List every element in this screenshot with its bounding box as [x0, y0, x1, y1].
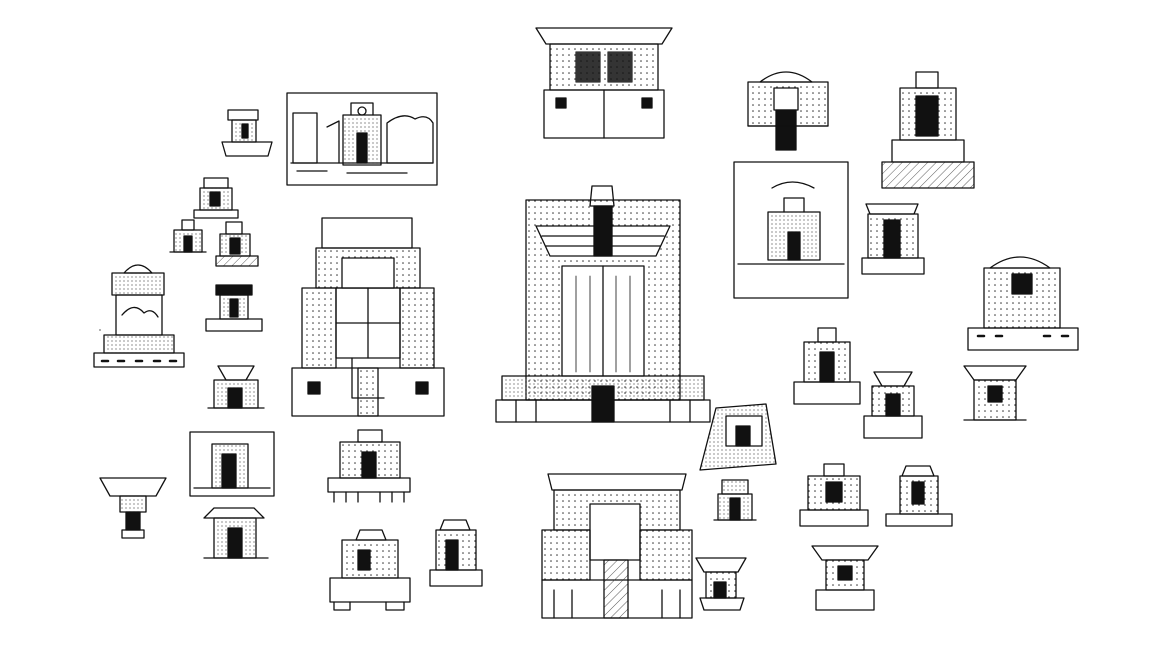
sketch-small-tower-29: [714, 480, 756, 520]
sketch-tilted-block-28: [700, 404, 776, 470]
sketch-small-tower-5: [216, 222, 258, 266]
sketch-domed-block-24: [968, 257, 1078, 350]
sketch-stepped-tower-21: [882, 72, 974, 188]
sketch-funnel-block-26: [864, 372, 922, 438]
sketch-stepped-tower-25: [794, 328, 860, 404]
sketch-small-tower-7: [206, 285, 262, 331]
sketch-stepped-tower-31: [886, 466, 952, 526]
sketch-funnel-block-9: [100, 478, 166, 538]
sketch-funnel-block-27: [964, 366, 1026, 420]
sketch-tall-tower-13: [328, 430, 410, 502]
sketch-stepped-tower-23: [862, 204, 924, 274]
sketch-central-tower-18: [496, 186, 710, 422]
sketch-domed-block-6: [94, 265, 184, 367]
sketch-stepped-tower-3: [194, 178, 238, 218]
sketch-stepped-tower-12: [292, 218, 444, 416]
sketch-stepped-tower-4: [170, 220, 206, 252]
sketch-funnel-block-11: [204, 508, 268, 558]
sketch-stepped-tower-14: [330, 530, 410, 610]
sketch-framed-landscape-22: [734, 162, 848, 298]
sketch-wide-stepped-19: [542, 474, 692, 618]
sketch-winged-top-16: [536, 28, 672, 138]
sketch-domed-block-20: [748, 72, 828, 150]
sketch-funnel-block-8: [208, 366, 264, 408]
sketch-small-tower-1: [222, 110, 272, 156]
sketch-landscape-frame-1: [287, 93, 437, 185]
sketch-stepped-tower-30: [800, 464, 868, 526]
sketch-cut-block-15: [430, 520, 482, 586]
sketch-small-tower-32: [696, 558, 746, 610]
sketch-framed-block-10: [190, 432, 274, 496]
sketch-stepped-tower-33: [812, 546, 878, 610]
